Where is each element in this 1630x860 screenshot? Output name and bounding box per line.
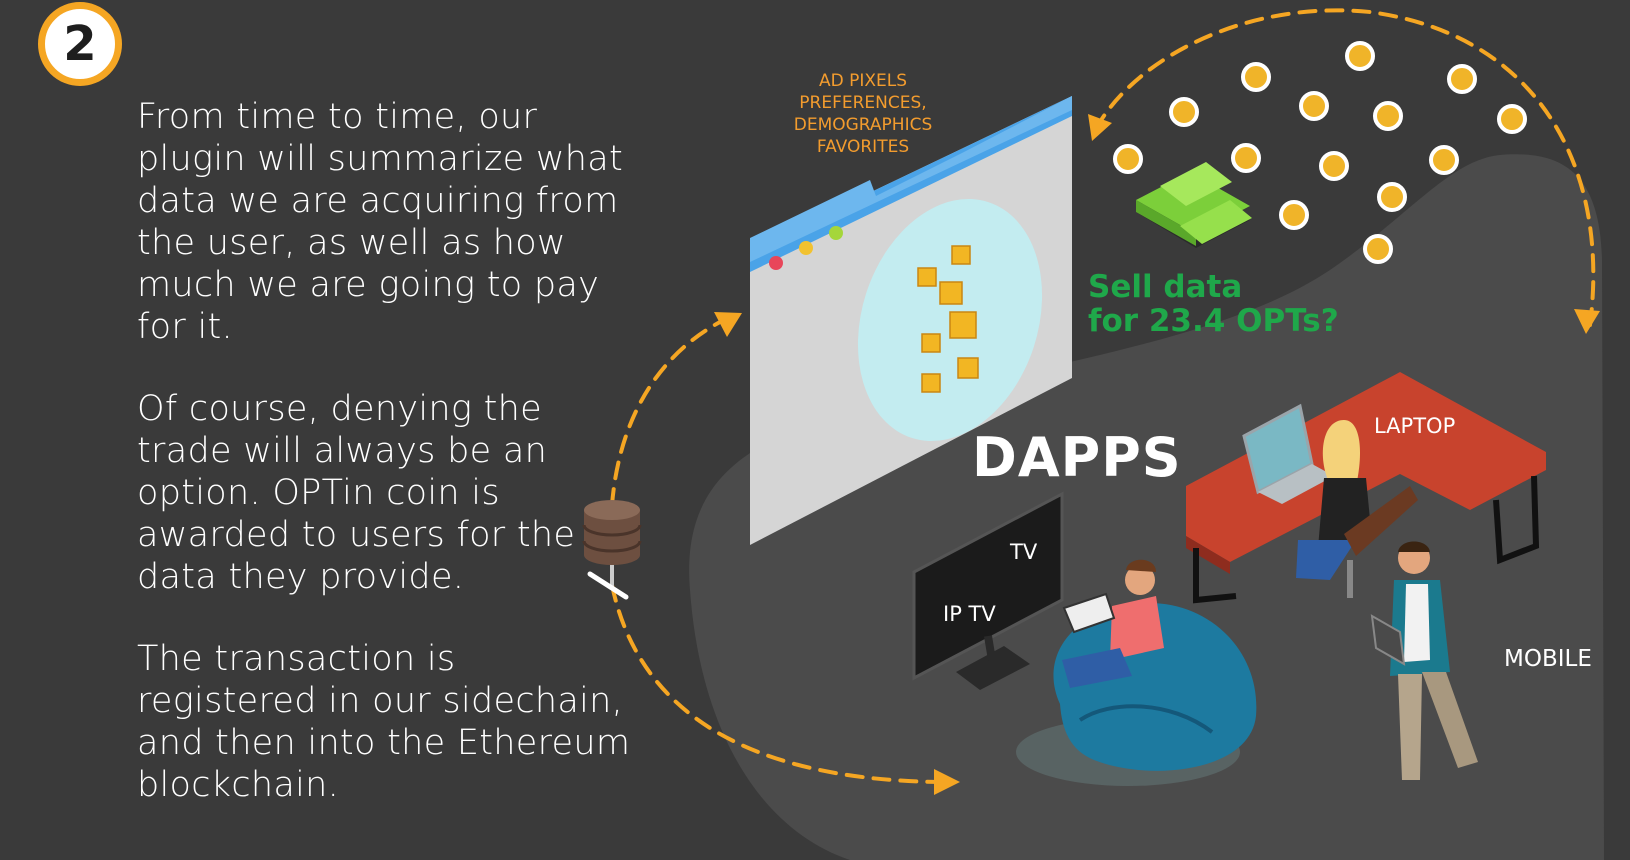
coin-icon (1497, 104, 1527, 134)
browser-window-icon (750, 96, 1072, 545)
flow-arrows (610, 8, 1596, 784)
data-labels: AD PIXELS PREFERENCES, DEMOGRAPHICS FAVO… (760, 70, 966, 158)
mobile-label: MOBILE (1504, 646, 1592, 672)
data-label-preferences: PREFERENCES, (799, 93, 927, 113)
browser-dot-green (829, 226, 843, 240)
sell-data-prompt: Sell data for 23.4 OPTs? (1088, 270, 1339, 338)
tv-label: TV (1010, 540, 1038, 564)
dapps-zone (689, 154, 1604, 860)
data-label-ad-pixels: AD PIXELS (818, 71, 908, 91)
coin-icon (1319, 151, 1349, 181)
cash-stack-icon (1136, 162, 1252, 248)
laptop-label: LAPTOP (1374, 414, 1456, 438)
coin-icon (1345, 41, 1375, 71)
data-label-favorites: FAVORITES (816, 137, 910, 157)
browser-dot-yellow (799, 241, 813, 255)
arrowhead-coins (1088, 114, 1112, 141)
coin-icon (1363, 234, 1393, 264)
dapps-title: DAPPS (972, 426, 1182, 489)
arrowhead-browser (714, 312, 742, 337)
transaction-paragraph: The transaction is registered in our sid… (137, 639, 631, 805)
data-label-demographics: DEMOGRAPHICS (793, 115, 933, 135)
person-at-laptop (1296, 420, 1418, 598)
coin-icon (1231, 143, 1261, 173)
tv-icon (912, 491, 1064, 690)
desk-icon (1186, 372, 1546, 604)
person-standing-mobile (1370, 541, 1478, 780)
arrowhead-dapps-right (1574, 309, 1600, 334)
coin-icon (1279, 200, 1309, 230)
person-on-beanbag (1062, 559, 1164, 688)
coin-icon (1241, 62, 1271, 92)
data-cubes (917, 245, 979, 393)
iptv-label: IP TV (943, 602, 996, 626)
coin-icon (1377, 182, 1407, 212)
flow-arrow-coins-loop (1096, 8, 1596, 327)
database-icon (582, 500, 642, 600)
browser-dot-red (769, 256, 783, 270)
coin-field (1113, 41, 1527, 264)
coin-icon (1447, 64, 1477, 94)
flow-arrow-to-browser (610, 320, 722, 507)
sell-prompt-line-2: for 23.4 OPTs? (1088, 303, 1339, 339)
coin-icon (1113, 144, 1143, 174)
summary-paragraph: From time to time, our plugin will summa… (137, 97, 624, 347)
coin-icon (1429, 145, 1459, 175)
coin-icon (1169, 97, 1199, 127)
laptop-icon (1242, 403, 1334, 504)
flow-arrow-heads (714, 114, 1600, 795)
sell-prompt-line-1: Sell data (1088, 269, 1243, 305)
flow-arrow-to-dapps (610, 583, 942, 784)
arrowhead-dapps (934, 769, 960, 795)
deny-paragraph: Of course, denying the trade will always… (137, 389, 576, 597)
coin-icon (1299, 91, 1329, 121)
beanbag-chair-icon (1016, 603, 1257, 786)
coin-icon (1373, 101, 1403, 131)
step-number-badge: 2 (38, 2, 122, 86)
